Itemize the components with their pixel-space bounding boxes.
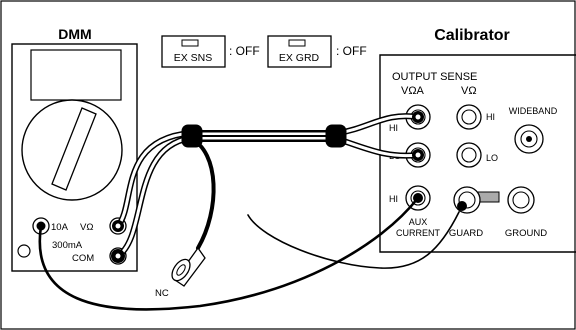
hi-label: HI xyxy=(389,123,398,133)
sense-lo-label: LO xyxy=(486,153,498,163)
switch-ex-grd[interactable]: EX GRD xyxy=(267,35,332,68)
nc-label: NC xyxy=(155,288,169,299)
sense-lo-terminal[interactable] xyxy=(456,142,482,168)
ground-label: GROUND xyxy=(505,228,547,239)
calibrator-title: Calibrator xyxy=(434,27,510,44)
right-cable-splitter xyxy=(325,124,347,148)
plug-dmm-10a xyxy=(37,222,45,230)
aux-hi-label: HI xyxy=(389,194,398,204)
sense-hi-terminal[interactable] xyxy=(456,104,482,130)
wideband-label: WIDEBAND xyxy=(509,106,558,116)
wideband-connector[interactable] xyxy=(514,124,544,154)
nc-probe-clip-icon xyxy=(171,246,206,287)
cable-10a-to-aux xyxy=(38,196,420,311)
dmm: DMM 10A VΩ 300mA COM xyxy=(11,26,138,272)
ex-grd-button[interactable] xyxy=(267,35,332,68)
guard-terminal[interactable] xyxy=(453,186,481,214)
ex-grd-state: : OFF xyxy=(336,44,367,58)
calibrator: Calibrator OUTPUT SENSE VΩA VΩ xyxy=(379,27,576,253)
cables xyxy=(38,113,460,311)
aux-label: AUX xyxy=(409,217,428,227)
dmm-terminal-300ma[interactable] xyxy=(17,244,31,258)
current-label: CURRENT xyxy=(396,228,441,238)
guard-label: GUARD xyxy=(449,228,483,239)
ex-grd-label: EX GRD xyxy=(279,52,320,64)
ex-grd-indicator-icon xyxy=(288,39,306,47)
col-sense-label: VΩ xyxy=(461,85,477,97)
label-300ma: 300mA xyxy=(52,240,83,251)
plug-output-lo xyxy=(412,149,424,161)
left-cable-splitter xyxy=(181,124,203,148)
ground-terminal[interactable] xyxy=(507,186,535,214)
ex-sns-label: EX SNS xyxy=(174,52,213,64)
label-10a: 10A xyxy=(51,222,69,233)
plug-dmm-com xyxy=(111,249,125,263)
label-com: COM xyxy=(72,253,94,264)
ex-sns-state: : OFF xyxy=(229,44,260,58)
cable-guard-to-nc xyxy=(247,211,460,269)
switch-ex-sns[interactable]: EX SNS xyxy=(161,35,226,68)
dmm-title: DMM xyxy=(58,26,91,42)
sense-hi-label: HI xyxy=(486,112,495,122)
col-output-label: VΩA xyxy=(401,85,425,97)
dmm-display xyxy=(30,49,122,101)
ex-sns-indicator-icon xyxy=(181,39,199,47)
label-vohm: VΩ xyxy=(80,222,93,233)
cable-to-nc-probe xyxy=(188,136,216,250)
plug-dmm-vohm xyxy=(112,220,124,232)
plug-output-hi xyxy=(412,111,424,123)
output-sense-label: OUTPUT SENSE xyxy=(392,71,477,83)
plug-guard xyxy=(457,201,467,211)
dial-knob-icon xyxy=(51,107,97,191)
plug-aux-current xyxy=(413,193,423,203)
